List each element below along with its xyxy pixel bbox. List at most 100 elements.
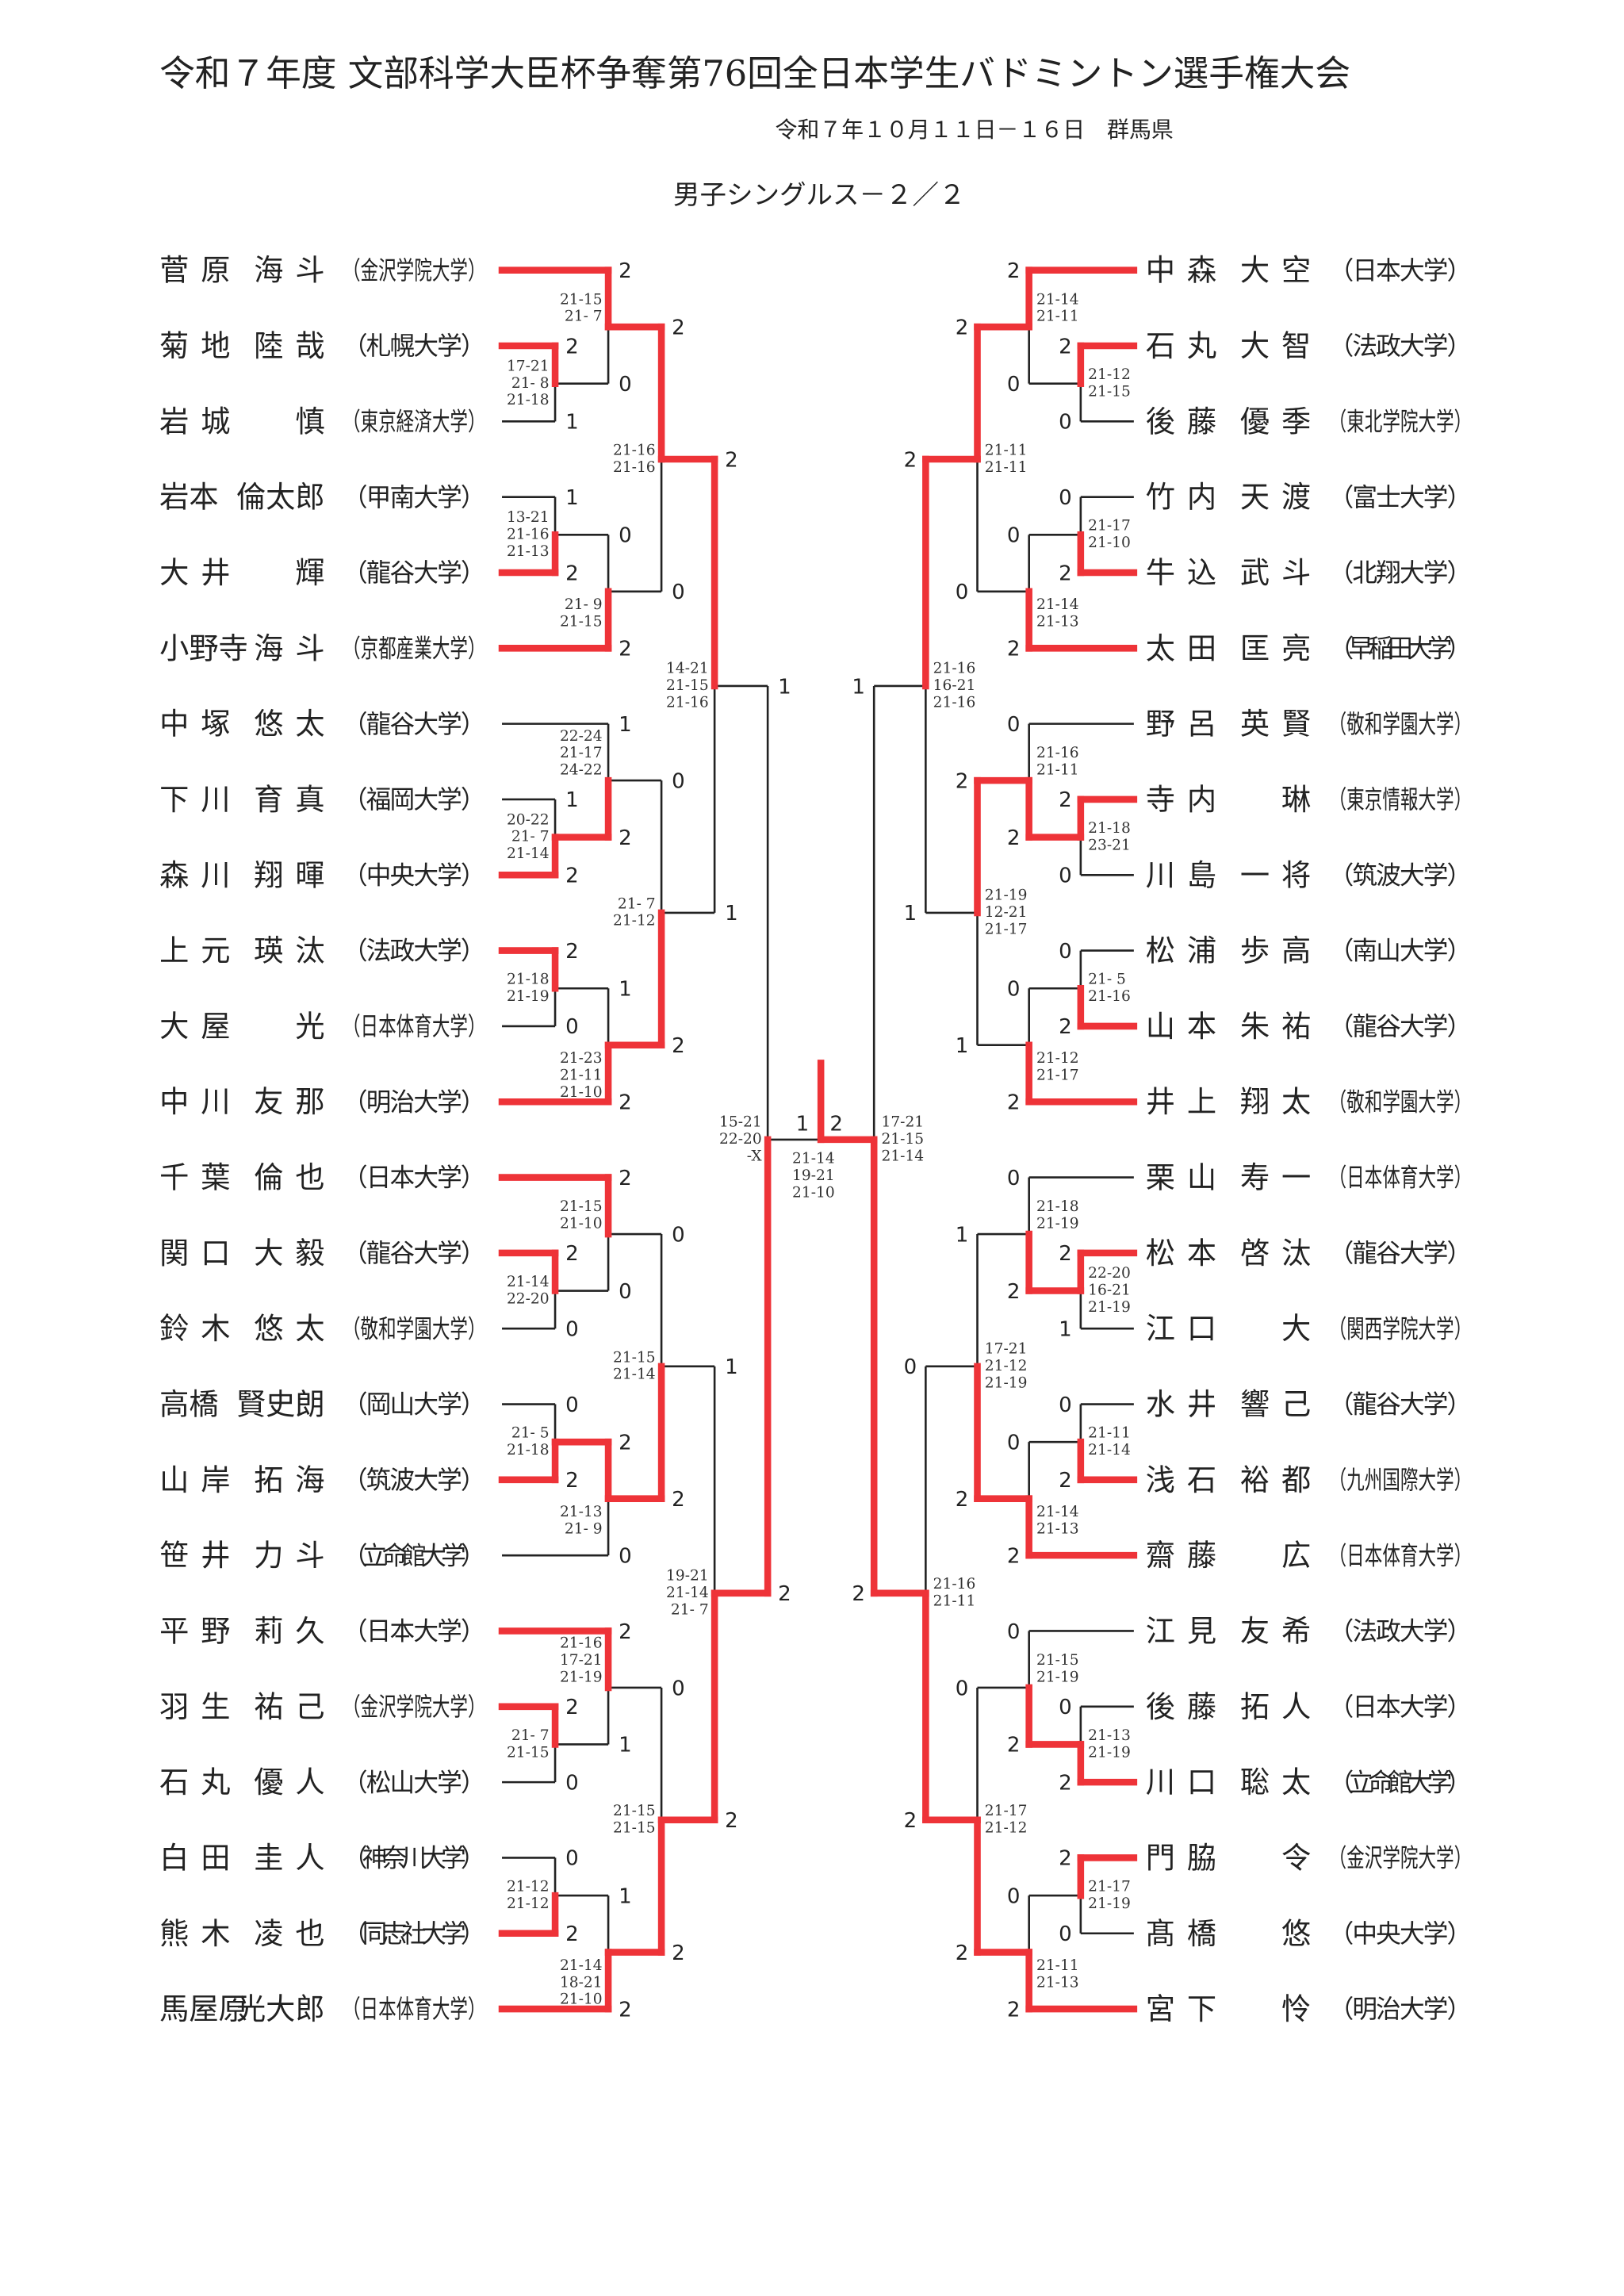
game-count: 1	[956, 1223, 969, 1247]
player-given-name: 拓人	[1240, 1689, 1311, 1724]
player-school: （明治大学）	[343, 1088, 486, 1117]
game-score: 21-19	[1088, 1299, 1131, 1316]
game-count: 2	[725, 448, 738, 472]
game-score: 21- 5	[1088, 972, 1126, 988]
player-given-name: 聡太	[1240, 1765, 1311, 1800]
game-score: 21-13	[560, 1504, 603, 1520]
player-family-name: 平野	[159, 1614, 230, 1649]
player-school: （甲南大学）	[343, 484, 486, 512]
game-score: 21-18	[507, 1442, 550, 1458]
game-score: 21-19	[1088, 1744, 1131, 1761]
player-given-name: 光大郎	[236, 1991, 325, 2026]
final-game-score: 21-10	[792, 1184, 835, 1201]
game-count: 1	[904, 902, 917, 926]
player-family-name: 岩本	[159, 480, 218, 515]
player-given-name: 悠太	[254, 1311, 324, 1346]
game-score: 21-11	[1088, 1425, 1131, 1442]
game-count: 0	[956, 1677, 969, 1700]
game-score: 21-17	[560, 745, 603, 761]
game-score: 21-15	[1088, 384, 1131, 401]
player-family-name: 中森	[1146, 253, 1216, 288]
player-school: （早稲田大学）	[1329, 634, 1473, 663]
player-family-name: 野呂	[1146, 707, 1216, 742]
player-given-name: 天渡	[1240, 480, 1311, 515]
game-count: 0	[619, 524, 632, 548]
player-school: （龍谷大学）	[343, 1240, 486, 1268]
player-family-name: 江口	[1146, 1311, 1216, 1346]
game-score: 21-14	[507, 845, 550, 862]
game-score: -X	[747, 1148, 763, 1164]
game-count: 2	[904, 448, 917, 472]
player-given-name: 響己	[1240, 1387, 1311, 1422]
game-count: 1	[565, 486, 579, 510]
game-score: 21-14	[1036, 291, 1079, 308]
player-school: （同志社大学）	[343, 1920, 486, 1949]
game-count: 0	[904, 1355, 917, 1379]
player-given-name: 令	[1281, 1840, 1311, 1875]
player-given-name: 啓汰	[1240, 1236, 1311, 1271]
player-family-name: 石丸	[1146, 328, 1216, 363]
game-count: 2	[1059, 562, 1072, 585]
player-family-name: 太田	[1146, 631, 1216, 665]
player-family-name: 宮下	[1146, 1991, 1216, 2026]
final-game-count-right: 2	[829, 1113, 843, 1137]
game-score: 21-18	[1036, 1198, 1079, 1215]
player-school: （九州国際大学）	[1329, 1466, 1473, 1495]
player-school: （敬和学園大学）	[1329, 1088, 1473, 1117]
game-score: 21-12	[507, 1879, 550, 1895]
game-count: 2	[565, 940, 579, 964]
player-family-name: 熊木	[159, 1916, 230, 1951]
player-family-name: 馬屋原	[159, 1991, 248, 2026]
player-family-name: 髙橋	[1146, 1916, 1216, 1951]
game-score: 21- 7	[511, 829, 550, 845]
player-given-name: 育真	[254, 782, 324, 817]
player-family-name: 井上	[1146, 1084, 1216, 1119]
game-score: 21-11	[933, 1593, 976, 1610]
player-school: （龍谷大学）	[343, 559, 486, 588]
game-score: 21-16	[507, 526, 550, 542]
game-count: 1	[852, 675, 865, 699]
player-family-name: 上元	[159, 933, 230, 968]
game-count: 1	[1059, 1317, 1072, 1341]
game-score: 21- 5	[511, 1425, 550, 1442]
game-count: 2	[852, 1582, 865, 1606]
game-score: 21-13	[1036, 614, 1079, 631]
player-given-name: 賢史朗	[236, 1387, 325, 1422]
game-score: 21-14	[1088, 1442, 1131, 1458]
game-score: 15-21	[719, 1114, 762, 1131]
game-count: 2	[619, 1091, 632, 1115]
game-count: 0	[565, 1317, 579, 1341]
game-score: 21-13	[1036, 1974, 1079, 1991]
game-score: 21- 9	[565, 1520, 603, 1537]
game-score: 14-21	[666, 661, 709, 677]
player-given-name: 広	[1281, 1538, 1311, 1573]
game-score: 21-17	[985, 1803, 1028, 1819]
game-count: 0	[1059, 940, 1072, 964]
game-count: 2	[725, 1809, 738, 1833]
player-school: （龍谷大学）	[343, 711, 486, 739]
player-family-name: 後藤	[1146, 1689, 1216, 1724]
player-given-name: 力斗	[254, 1538, 324, 1573]
game-count: 0	[1007, 373, 1021, 397]
game-count: 2	[1059, 1847, 1072, 1871]
game-score: 21-11	[985, 442, 1028, 458]
player-given-name: 友希	[1240, 1614, 1311, 1649]
player-given-name: 優季	[1240, 404, 1311, 439]
player-family-name: 大屋	[159, 1009, 230, 1044]
game-score: 21-19	[1036, 1669, 1079, 1686]
player-family-name: 水井	[1146, 1387, 1216, 1422]
player-given-name: 莉久	[254, 1614, 324, 1649]
player-school: （法政大学）	[1329, 1618, 1473, 1646]
player-family-name: 牛込	[1146, 555, 1216, 590]
game-score: 21-16	[1088, 988, 1131, 1005]
game-score: 21-17	[1088, 518, 1131, 535]
game-count: 2	[1059, 1771, 1072, 1795]
player-school: （金沢学院大学）	[343, 1693, 486, 1722]
player-school: （中央大学）	[1329, 1920, 1473, 1949]
game-count: 1	[565, 788, 579, 812]
game-score: 21-13	[1036, 1520, 1079, 1537]
game-score: 21- 9	[565, 596, 603, 613]
game-score: 17-21	[882, 1114, 925, 1131]
game-count: 0	[565, 1771, 579, 1795]
game-score: 16-21	[1088, 1282, 1131, 1299]
